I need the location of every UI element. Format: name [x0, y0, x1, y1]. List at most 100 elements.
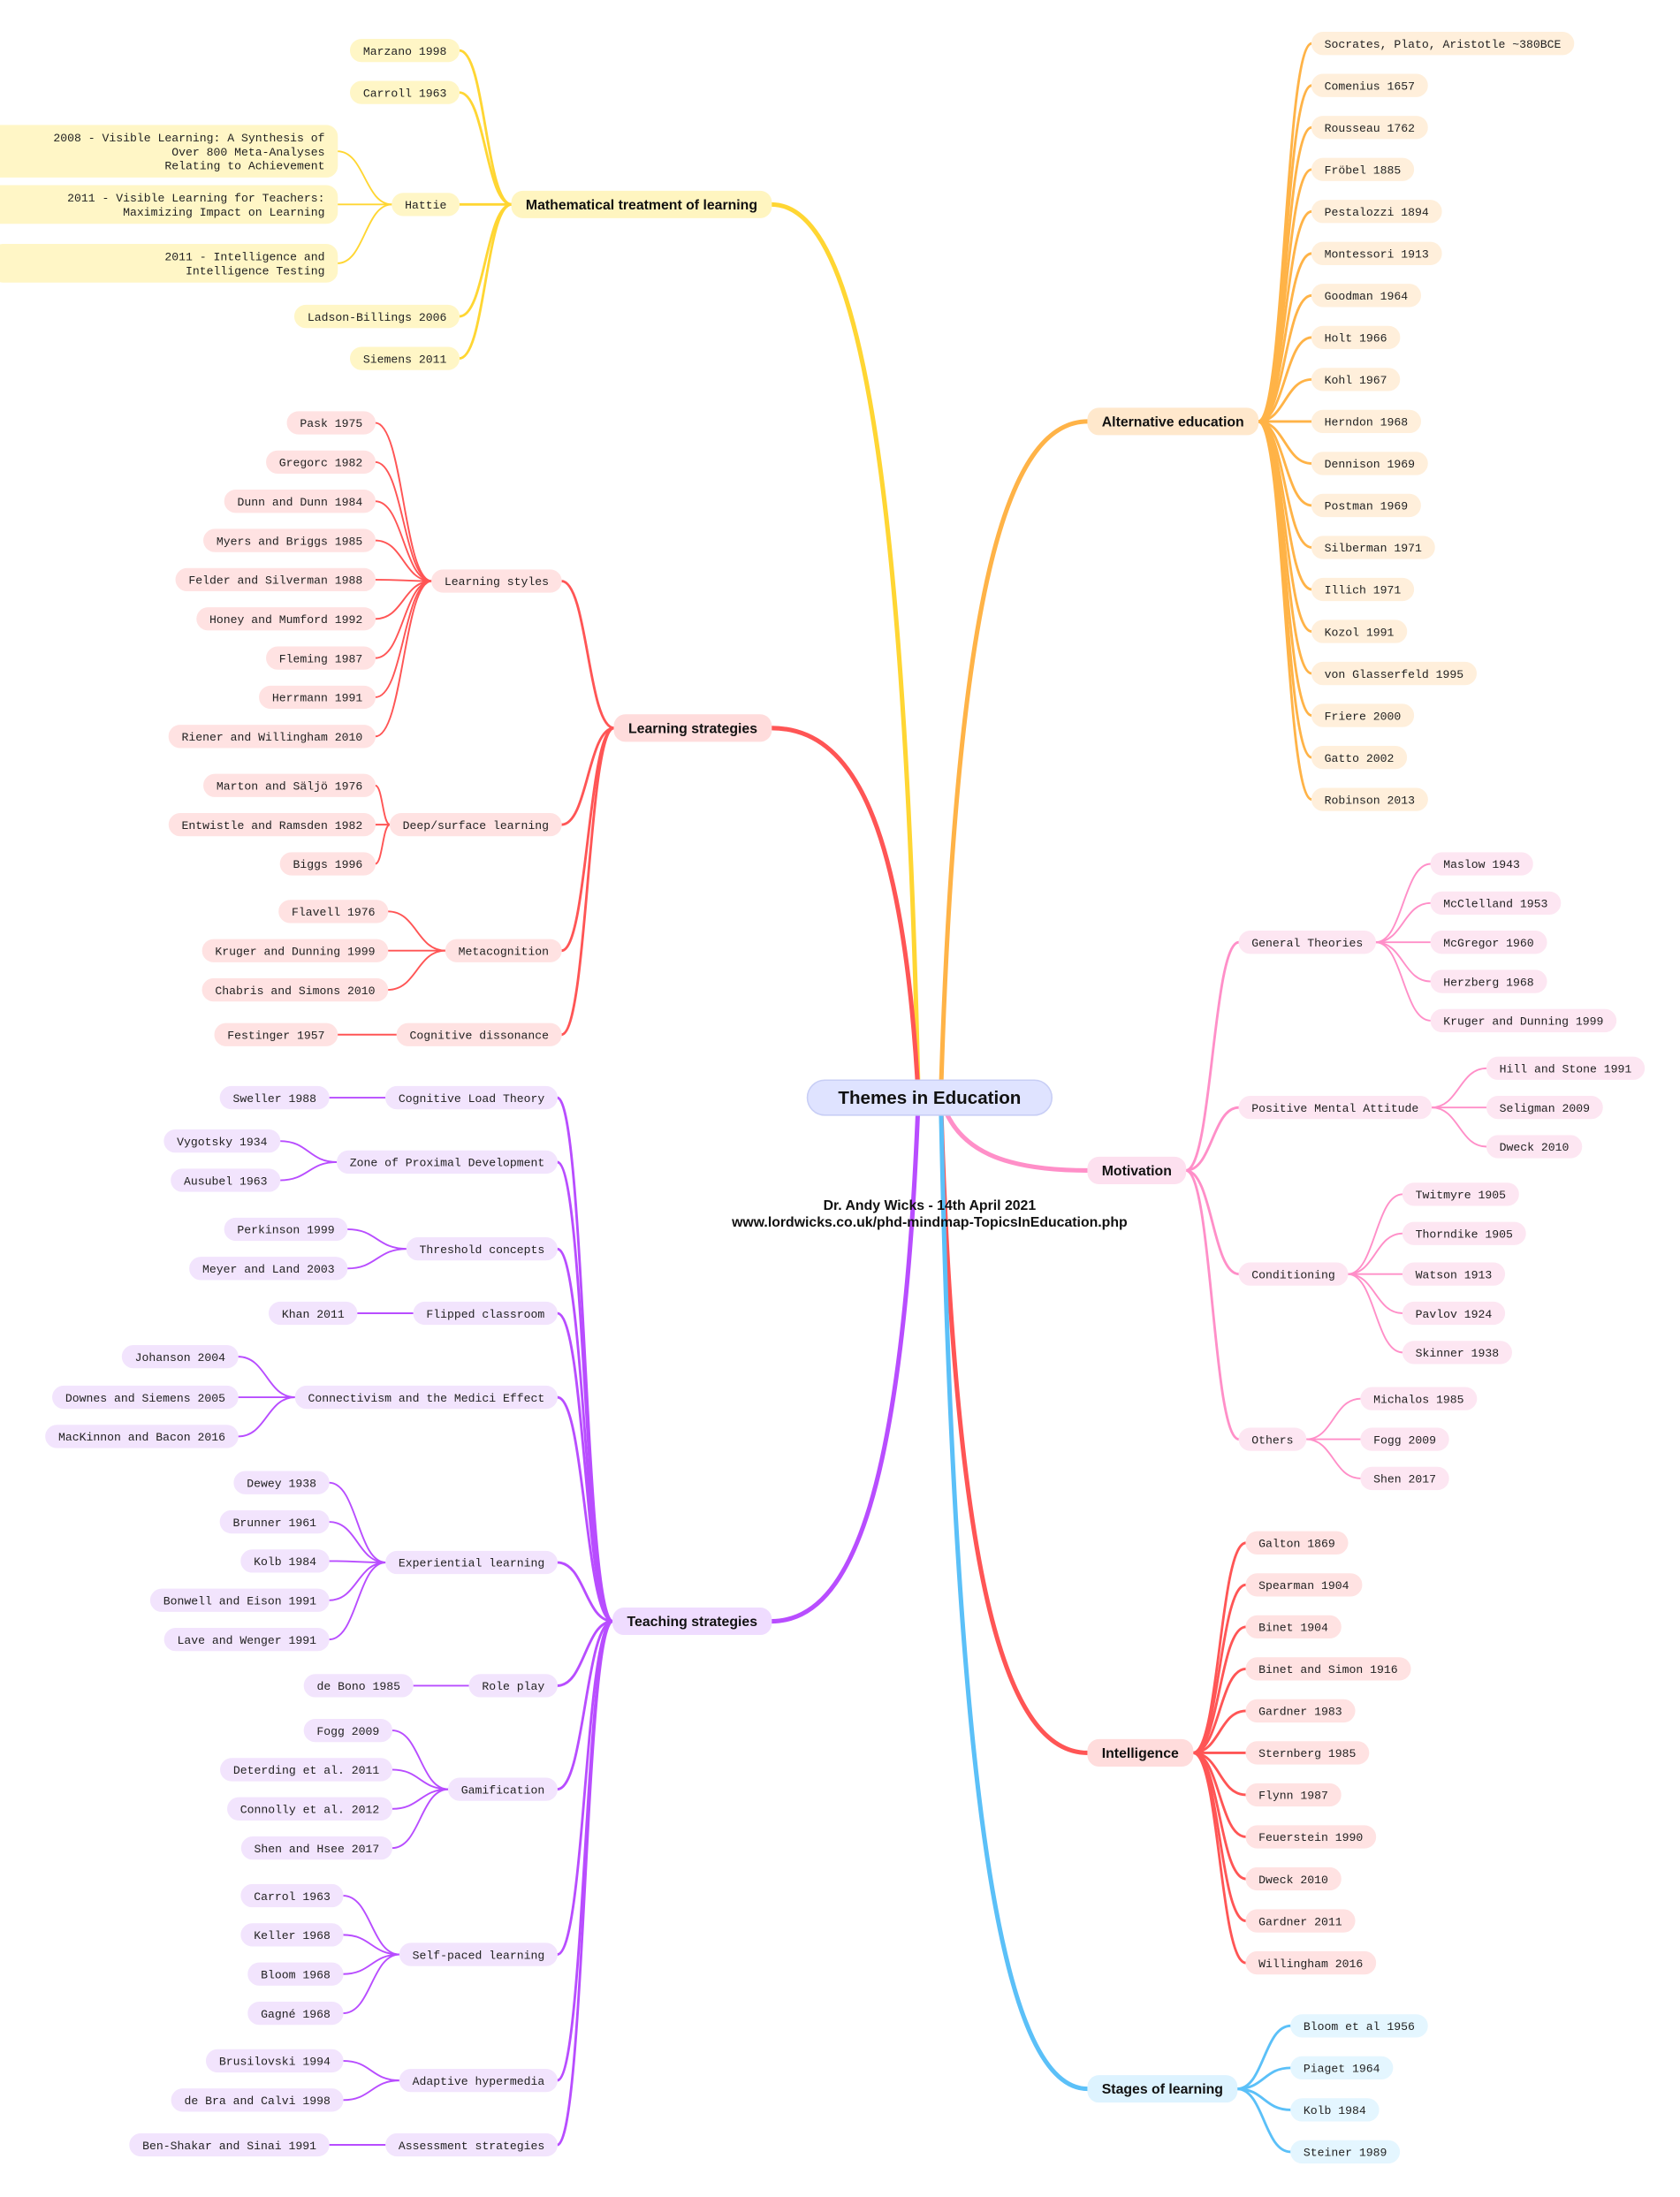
topic-node[interactable]: Socrates, Plato, Aristotle ~380BCE	[1311, 32, 1575, 56]
reference-node[interactable]: Thorndike 1905	[1402, 1221, 1526, 1245]
topic-node[interactable]: Silberman 1971	[1311, 536, 1435, 559]
reference-node[interactable]: Deterding et al. 2011	[220, 1758, 393, 1782]
topic-node[interactable]: Kohl 1967	[1311, 368, 1401, 392]
reference-node[interactable]: Shen and Hsee 2017	[240, 1836, 393, 1860]
reference-node[interactable]: McGregor 1960	[1430, 931, 1547, 954]
reference-node[interactable]: Pask 1975	[286, 411, 376, 435]
topic-node[interactable]: Gamification	[447, 1777, 558, 1801]
topic-node[interactable]: Gatto 2002	[1311, 745, 1408, 770]
topic-node[interactable]: Herndon 1968	[1311, 409, 1421, 434]
reference-node[interactable]: Sweller 1988	[219, 1085, 330, 1110]
reference-node[interactable]: Twitmyre 1905	[1402, 1182, 1519, 1206]
reference-node[interactable]: Perkinson 1999	[224, 1217, 348, 1242]
reference-node[interactable]: Ausubel 1963	[171, 1168, 281, 1192]
reference-node[interactable]: Fogg 2009	[1360, 1427, 1449, 1451]
reference-node[interactable]: Brusilovski 1994	[205, 2049, 344, 2073]
topic-node[interactable]: Gardner 2011	[1245, 1909, 1356, 1933]
reference-node[interactable]: Connolly et al. 2012	[227, 1797, 393, 1821]
reference-node[interactable]: Carrol 1963	[240, 1883, 344, 1908]
topic-node[interactable]: Spearman 1904	[1245, 1573, 1363, 1597]
topic-node[interactable]: Flynn 1987	[1245, 1783, 1342, 1807]
reference-node[interactable]: Honey and Mumford 1992	[196, 607, 376, 631]
topic-node[interactable]: Rousseau 1762	[1311, 116, 1428, 140]
topic-node[interactable]: Carroll 1963	[349, 80, 460, 104]
reference-node[interactable]: Entwistle and Ramsden 1982	[168, 812, 376, 837]
reference-node[interactable]: Fogg 2009	[303, 1718, 393, 1743]
reference-node[interactable]: Bloom 1968	[247, 1962, 344, 1986]
topic-node[interactable]: Fröbel 1885	[1311, 157, 1415, 181]
reference-node[interactable]: Skinner 1938	[1402, 1341, 1512, 1365]
topic-node[interactable]: Pestalozzi 1894	[1311, 200, 1442, 224]
topic-node[interactable]: Self-paced learning	[399, 1942, 558, 1966]
topic-node[interactable]: Metacognition	[445, 939, 562, 962]
topic-node[interactable]: von Glasserfeld 1995	[1311, 661, 1478, 686]
branch-node[interactable]: Teaching strategies	[612, 1608, 772, 1636]
reference-node[interactable]: Michalos 1985	[1360, 1387, 1478, 1410]
reference-node[interactable]: Gregorc 1982	[266, 450, 376, 474]
topic-node[interactable]: Goodman 1964	[1311, 284, 1421, 308]
branch-node[interactable]: Learning strategies	[613, 714, 772, 742]
reference-node[interactable]: Brunner 1961	[219, 1509, 330, 1534]
topic-node[interactable]: Galton 1869	[1245, 1531, 1349, 1555]
topic-node[interactable]: Role play	[468, 1674, 558, 1698]
reference-node[interactable]: Flavell 1976	[278, 900, 389, 924]
reference-node[interactable]: McClelland 1953	[1430, 891, 1562, 915]
reference-node[interactable]: de Bra and Calvi 1998	[171, 2088, 344, 2112]
reference-node[interactable]: Riener and Willingham 2010	[168, 725, 376, 749]
reference-node[interactable]: Pavlov 1924	[1402, 1301, 1506, 1326]
topic-node[interactable]: Siemens 2011	[349, 346, 460, 370]
topic-node[interactable]: Gardner 1983	[1245, 1699, 1356, 1723]
reference-node[interactable]: Meyer and Land 2003	[189, 1257, 348, 1281]
topic-node[interactable]: Kolb 1984	[1290, 2098, 1380, 2122]
branch-node[interactable]: Stages of learning	[1087, 2075, 1238, 2103]
topic-node[interactable]: Sternberg 1985	[1245, 1741, 1370, 1765]
reference-node[interactable]: 2011 - Visible Learning for Teachers:Max…	[0, 185, 338, 224]
reference-node[interactable]: Kolb 1984	[240, 1549, 330, 1573]
topic-node[interactable]: Dweck 2010	[1245, 1866, 1342, 1891]
topic-node[interactable]: Holt 1966	[1311, 325, 1401, 349]
reference-node[interactable]: Myers and Briggs 1985	[203, 528, 376, 552]
topic-node[interactable]: Learning styles	[431, 569, 562, 593]
reference-node[interactable]: Lave and Wenger 1991	[163, 1627, 330, 1652]
reference-node[interactable]: Seligman 2009	[1486, 1095, 1603, 1120]
reference-node[interactable]: Vygotsky 1934	[163, 1129, 281, 1153]
reference-node[interactable]: Kruger and Dunning 1999	[201, 939, 389, 962]
topic-node[interactable]: Friere 2000	[1311, 703, 1415, 727]
topic-node[interactable]: Binet and Simon 1916	[1245, 1657, 1411, 1681]
topic-node[interactable]: Connectivism and the Medici Effect	[294, 1385, 558, 1410]
reference-node[interactable]: Dewey 1938	[233, 1471, 330, 1494]
topic-node[interactable]: Deep/surface learning	[389, 812, 562, 837]
topic-node[interactable]: Bloom et al 1956	[1290, 2014, 1428, 2038]
topic-node[interactable]: Others	[1238, 1427, 1307, 1451]
topic-node[interactable]: Zone of Proximal Development	[336, 1150, 558, 1175]
topic-node[interactable]: Threshold concepts	[406, 1236, 558, 1261]
reference-node[interactable]: Keller 1968	[240, 1923, 344, 1947]
topic-node[interactable]: Binet 1904	[1245, 1615, 1342, 1639]
reference-node[interactable]: Dunn and Dunn 1984	[224, 490, 376, 513]
root-node[interactable]: Themes in Education	[806, 1079, 1053, 1116]
topic-node[interactable]: Willingham 2016	[1245, 1950, 1377, 1975]
topic-node[interactable]: Positive Mental Attitude	[1238, 1095, 1433, 1120]
reference-node[interactable]: Festinger 1957	[214, 1022, 338, 1046]
topic-node[interactable]: Adaptive hypermedia	[399, 2068, 558, 2093]
reference-node[interactable]: Herrmann 1991	[259, 685, 376, 710]
reference-node[interactable]: Hill and Stone 1991	[1486, 1056, 1646, 1080]
reference-node[interactable]: Gagné 1968	[247, 2001, 344, 2026]
topic-node[interactable]: Flipped classroom	[413, 1301, 558, 1326]
topic-node[interactable]: Steiner 1989	[1290, 2140, 1401, 2164]
topic-node[interactable]: Montessori 1913	[1311, 241, 1442, 265]
topic-node[interactable]: Feuerstein 1990	[1245, 1825, 1377, 1849]
reference-node[interactable]: Kruger and Dunning 1999	[1430, 1008, 1617, 1033]
topic-node[interactable]: Conditioning	[1238, 1262, 1349, 1286]
reference-node[interactable]: Khan 2011	[268, 1301, 358, 1326]
branch-node[interactable]: Motivation	[1087, 1156, 1187, 1184]
topic-node[interactable]: Cognitive dissonance	[396, 1022, 562, 1046]
topic-node[interactable]: Cognitive Load Theory	[384, 1085, 558, 1110]
topic-node[interactable]: Postman 1969	[1311, 493, 1421, 518]
topic-node[interactable]: General Theories	[1238, 931, 1377, 954]
reference-node[interactable]: Shen 2017	[1360, 1466, 1449, 1491]
topic-node[interactable]: Piaget 1964	[1290, 2056, 1394, 2080]
reference-node[interactable]: Ben-Shakar and Sinai 1991	[129, 2132, 330, 2157]
